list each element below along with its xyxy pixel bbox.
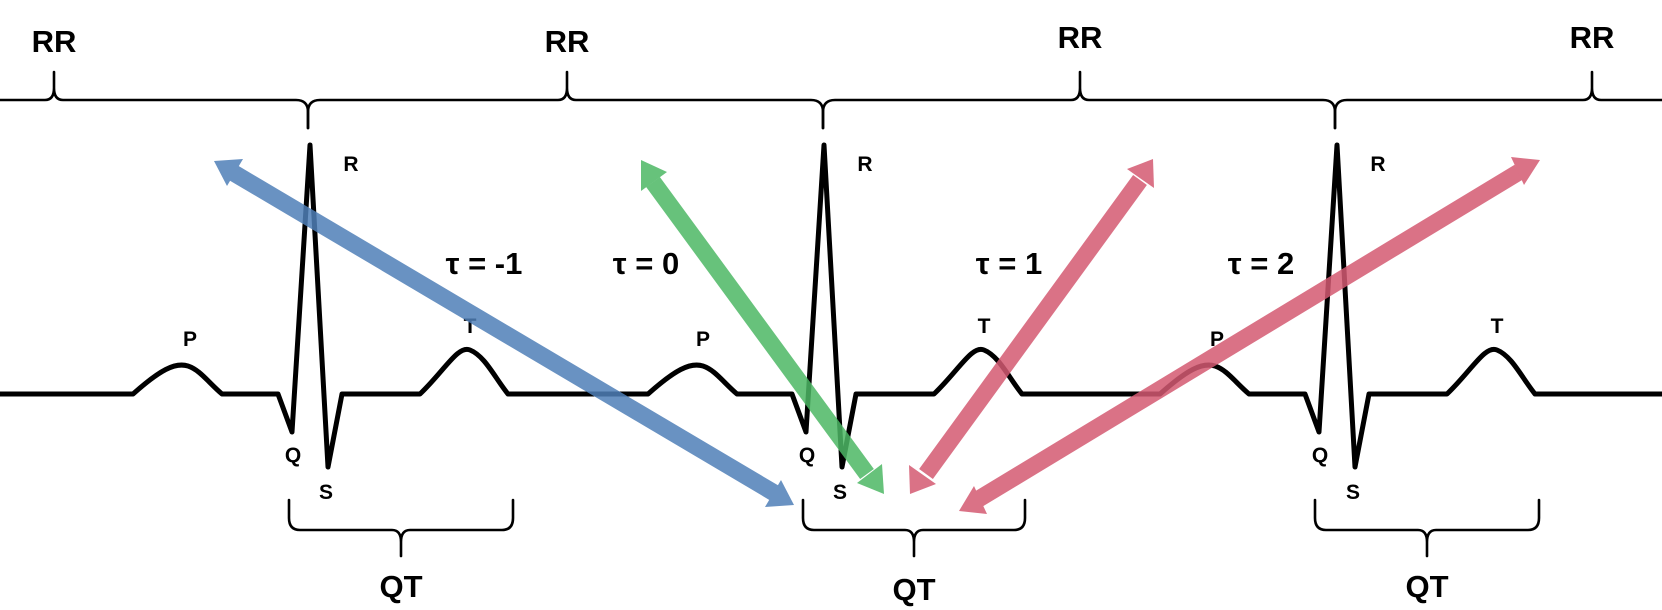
qt-braces [287, 498, 1541, 558]
wave-label-p: P [183, 328, 197, 351]
qt-brace-2 [801, 498, 1027, 558]
lag-label-tau-0: τ = 0 [613, 246, 679, 281]
rr-label-3: RR [1058, 20, 1103, 55]
lag-arrow-tau-2 [959, 157, 1540, 514]
rr-labels: RR RR RR RR [32, 20, 1615, 59]
wave-label-s: S [319, 481, 333, 504]
rr-label-1: RR [32, 24, 77, 59]
wave-label-p: P [696, 328, 710, 351]
wave-label-t: T [978, 315, 991, 338]
wave-label-r: R [857, 153, 872, 176]
rr-brace-3 [821, 70, 1337, 130]
qt-label-1: QT [379, 569, 422, 604]
wave-label-q: Q [285, 444, 301, 467]
lag-arrows [214, 157, 1540, 514]
qt-brace-1 [287, 498, 515, 558]
rr-brace-4 [1333, 70, 1662, 130]
qt-labels: QT QT QT [379, 569, 1448, 607]
wave-label-s: S [833, 481, 847, 504]
lag-label-tau-2: τ = 2 [1228, 246, 1294, 281]
qt-label-2: QT [892, 572, 935, 607]
rr-label-2: RR [545, 24, 590, 59]
rr-label-4: RR [1570, 20, 1615, 55]
wave-label-t: T [1491, 315, 1504, 338]
lag-labels: τ = -1 τ = 0 τ = 1 τ = 2 [446, 246, 1295, 281]
qt-label-3: QT [1405, 569, 1448, 604]
lag-arrow-tau-0 [641, 160, 884, 494]
rr-braces [0, 70, 1662, 130]
wave-labels-beat-3: P R Q S T [1210, 153, 1504, 504]
wave-label-q: Q [1312, 444, 1328, 467]
lag-label-tau-minus-1: τ = -1 [446, 246, 523, 281]
rr-brace-2 [306, 70, 825, 130]
wave-label-r: R [343, 153, 358, 176]
wave-labels-beat-2: P R Q S T [696, 153, 991, 504]
lag-label-tau-1: τ = 1 [976, 246, 1042, 281]
lag-arrow-tau-minus-1 [214, 159, 794, 507]
rr-brace-1 [0, 70, 310, 130]
wave-label-q: Q [799, 444, 815, 467]
qt-brace-3 [1313, 498, 1541, 558]
lag-arrow-tau-1 [909, 159, 1154, 494]
ecg-trace [0, 142, 1662, 470]
wave-label-s: S [1346, 481, 1360, 504]
wave-label-r: R [1370, 153, 1385, 176]
